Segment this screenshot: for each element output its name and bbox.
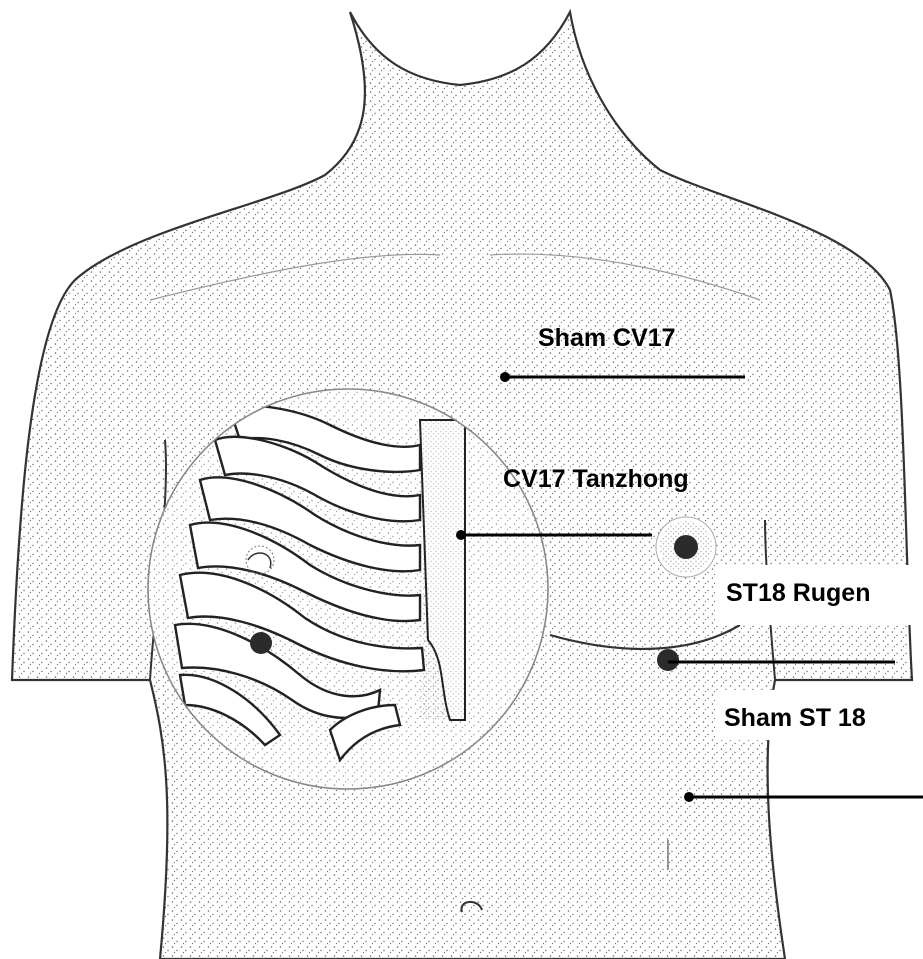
cv17-label: CV17 Tanzhong — [503, 467, 689, 492]
nipple-point — [674, 535, 698, 559]
st18-label: ST18 Rugen — [726, 581, 870, 606]
inset-st18-point — [250, 632, 272, 654]
sham-st18-label: Sham ST 18 — [724, 706, 866, 731]
sham-cv17-label: Sham CV17 — [538, 326, 676, 351]
st18-point — [657, 649, 679, 671]
